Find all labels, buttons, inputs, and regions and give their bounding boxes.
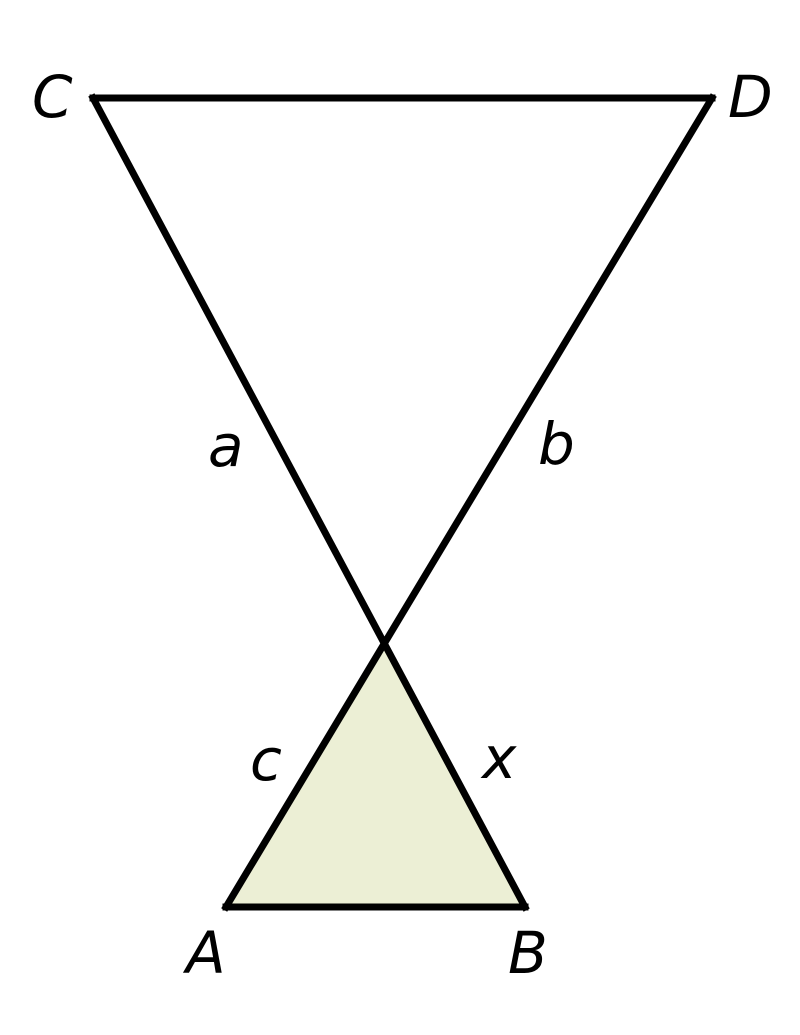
vertex-label-d: D [728,63,773,131]
side-label-a: a [208,412,244,480]
side-label-b: b [538,410,575,478]
segment-c-to-b [88,93,530,912]
vertex-label-c: C [32,63,73,131]
vertex-label-a: A [182,919,226,987]
side-label-x: x [480,724,517,792]
vertex-label-b: B [508,919,548,987]
side-label-c: c [250,726,282,794]
segment-d-to-a [221,93,717,912]
shaded-triangle-abo [226,645,525,907]
